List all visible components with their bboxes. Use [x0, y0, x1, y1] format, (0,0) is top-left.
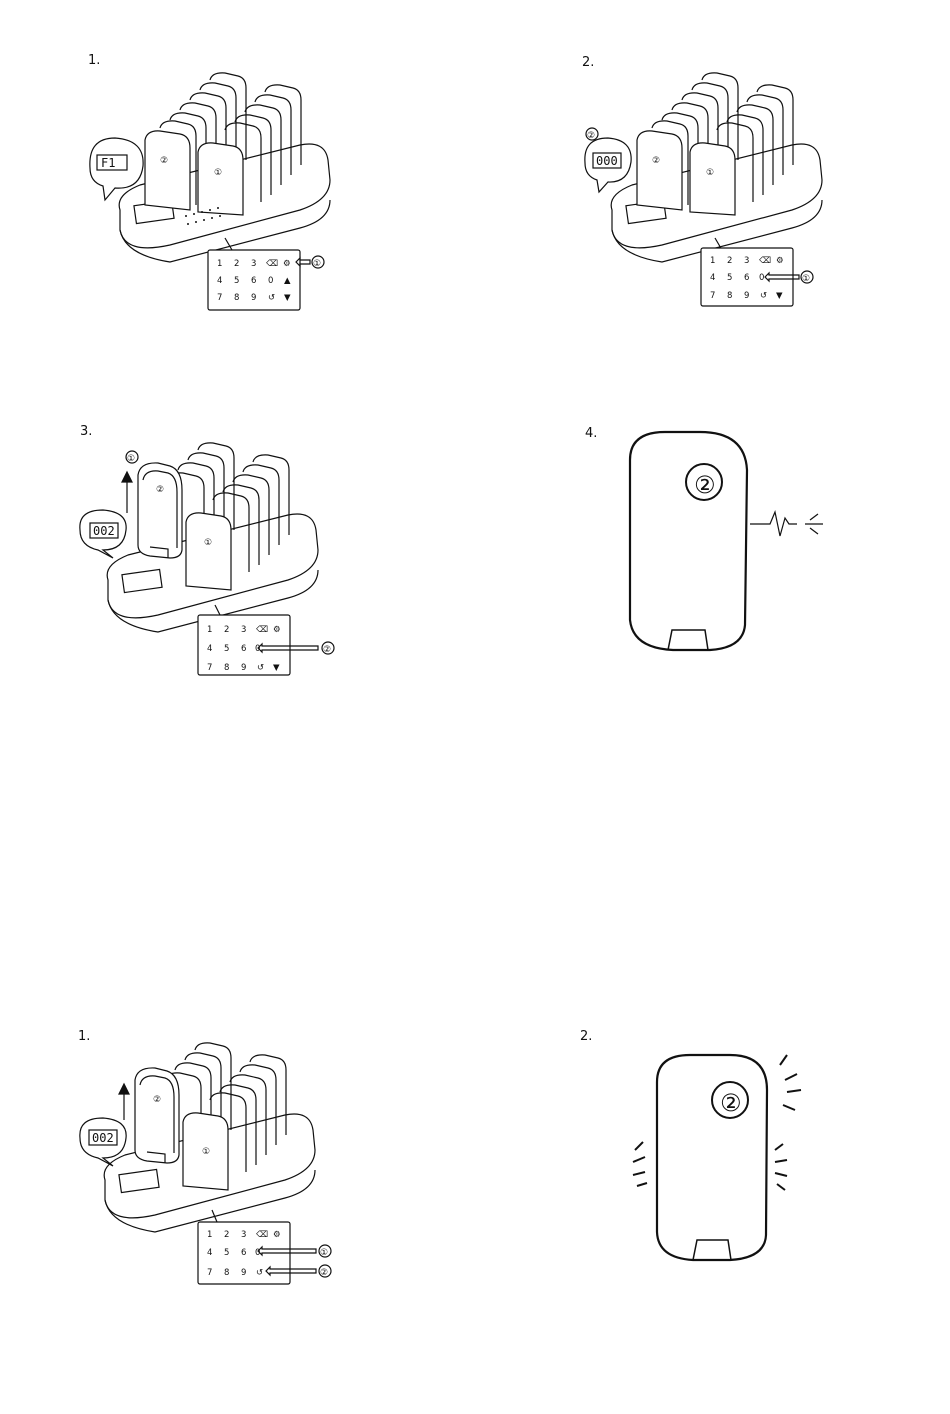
key: ↺	[760, 291, 767, 301]
charging-base-illustration: F1 ② ① ① 1 2 3 ⌫ ⚙ 4 5 6 0 ▲ 7 8 9 ↺ ▼	[0, 0, 475, 360]
key: 5	[727, 273, 732, 283]
step-2-panel: 2. 000 ② ①	[475, 0, 950, 360]
key: 5	[234, 276, 239, 286]
key: 4	[207, 644, 212, 654]
key: ↺	[257, 663, 264, 673]
key: 3	[251, 259, 256, 269]
key: 0	[268, 276, 273, 286]
key: 0	[255, 1248, 260, 1258]
key: 3	[241, 625, 246, 635]
key: 3	[241, 1230, 246, 1240]
key: 8	[224, 1268, 229, 1278]
key: ▲	[284, 276, 291, 286]
key: 8	[224, 663, 229, 673]
key: 4	[207, 1248, 212, 1258]
callout-number: ②	[320, 1268, 328, 1278]
key: 6	[241, 1248, 246, 1258]
step-4-panel: 4. ②	[475, 400, 950, 700]
key: ↺	[268, 293, 275, 303]
key: ⌫	[256, 625, 268, 635]
key: 9	[241, 1268, 246, 1278]
key: ⌫	[266, 259, 278, 269]
key: 5	[224, 1248, 229, 1258]
key: 1	[217, 259, 222, 269]
bottom-step-2-panel: 2. ②	[475, 1010, 950, 1310]
key: 2	[224, 1230, 229, 1240]
step-1-panel: 1.	[0, 0, 475, 360]
key: 6	[744, 273, 749, 283]
callout-number: ①	[313, 259, 321, 269]
key: 3	[744, 256, 749, 266]
pager-number: ②	[652, 156, 660, 166]
step-3-panel: 3.	[0, 400, 475, 700]
pager-number: ②	[153, 1095, 161, 1105]
key: 2	[234, 259, 239, 269]
signal-icon	[750, 512, 823, 536]
pager-number: ①	[204, 538, 212, 548]
key: 6	[241, 644, 246, 654]
key: 1	[207, 1230, 212, 1240]
pager-number: ①	[214, 168, 222, 178]
pager-number: ①	[202, 1147, 210, 1157]
key: ⌫	[256, 1230, 268, 1240]
charging-base-illustration: 002 ① ② ② ① 1 2 3 ⌫ ⚙ 4 5 6 0 7 8 9 ↺ ▼	[0, 400, 475, 700]
key: 7	[710, 291, 715, 301]
key: 2	[224, 625, 229, 635]
key: ▼	[284, 293, 291, 303]
key: 2	[727, 256, 732, 266]
key: 9	[744, 291, 749, 301]
key: 1	[207, 625, 212, 635]
key: 1	[710, 256, 715, 266]
pager-number: ②	[160, 156, 168, 166]
key: ⚙	[273, 1230, 281, 1240]
charging-base-illustration: 002 ① ② ② ① 1 2 3 ⌫ ⚙ 4 5 6 0 7 8 9 ↺	[0, 1010, 475, 1310]
key: ▼	[776, 291, 783, 301]
key: 9	[241, 663, 246, 673]
key: 7	[207, 1268, 212, 1278]
display-readout: 000	[596, 154, 618, 168]
key: ▼	[273, 663, 280, 673]
callout-number: ②	[323, 645, 331, 655]
key: 8	[727, 291, 732, 301]
key: 9	[251, 293, 256, 303]
callout-number: ①	[320, 1248, 328, 1258]
key: ⌫	[759, 256, 771, 266]
display-readout: 002	[92, 1131, 114, 1145]
pager-illustration: ②	[475, 400, 950, 700]
display-readout: F1	[101, 156, 115, 170]
key: 4	[217, 276, 222, 286]
key: 7	[217, 293, 222, 303]
key: 4	[710, 273, 715, 283]
key: 0	[759, 273, 764, 283]
key: ⚙	[776, 256, 784, 266]
callout-number: ②	[587, 131, 595, 141]
key: ⚙	[273, 625, 281, 635]
key: 8	[234, 293, 239, 303]
display-readout: 002	[93, 524, 115, 538]
key: 6	[251, 276, 256, 286]
key: 5	[224, 644, 229, 654]
pager-number: ②	[720, 1089, 742, 1117]
pager-number: ②	[694, 471, 716, 499]
key: 7	[207, 663, 212, 673]
key: ↺	[256, 1268, 263, 1278]
bottom-step-1-panel: 1.	[0, 1010, 475, 1310]
callout-number: ①	[127, 454, 135, 464]
charging-base-illustration: 000 ② ① ② ① 1 2 3 ⌫ ⚙ 4 5 6 0 ▲ 7 8 9 ↺ …	[475, 0, 950, 360]
callout-number: ①	[802, 274, 810, 284]
key: 0	[255, 644, 260, 654]
key: ⚙	[283, 259, 291, 269]
pager-illustration: ②	[475, 1010, 950, 1310]
pager-number: ①	[706, 168, 714, 178]
pager-number: ②	[156, 485, 164, 495]
